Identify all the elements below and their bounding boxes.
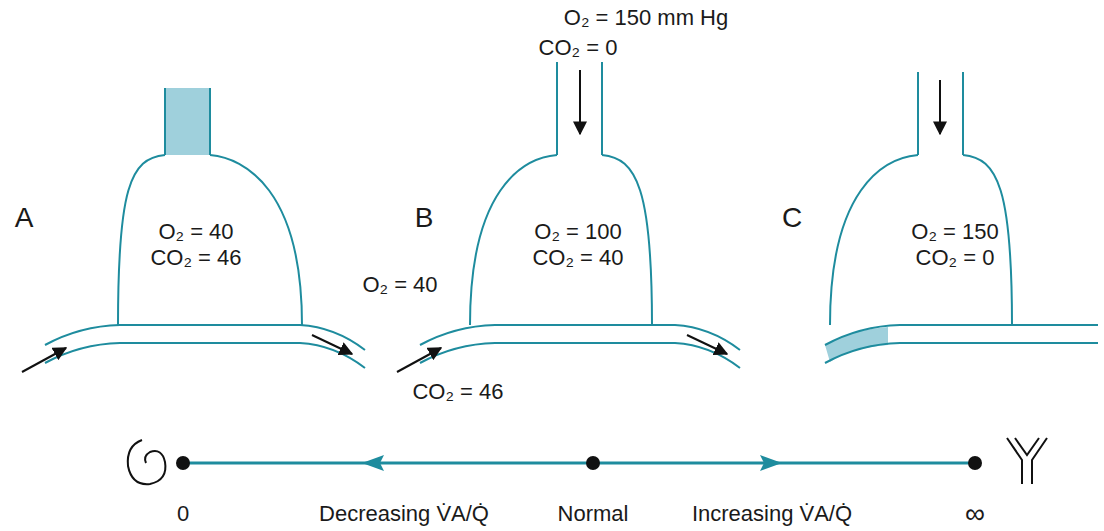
alveolus: O₂ = 40CO₂ = 46 xyxy=(118,150,302,325)
collapsed-alveolus-icon xyxy=(128,440,166,484)
venous-gas: CO₂ = 46 xyxy=(412,379,503,405)
gas-values: O₂ = 40CO₂ = 46 xyxy=(150,219,241,271)
panel-letter: B xyxy=(415,205,434,231)
panel-letter: C xyxy=(782,205,802,231)
partial-pressure: CO₂ = 46 xyxy=(150,245,241,271)
gas-values: O₂ = 150CO₂ = 0 xyxy=(911,219,998,271)
airway-open xyxy=(557,62,602,155)
alveolus: O₂ = 100CO₂ = 40 xyxy=(470,150,652,325)
gas-values: O₂ = 100CO₂ = 40 xyxy=(532,219,623,271)
va-q-scale xyxy=(176,455,982,471)
scale-label: ∞ xyxy=(965,501,985,527)
scale-label: Normal xyxy=(558,501,629,527)
partial-pressure: O₂ = 150 xyxy=(911,219,998,245)
partial-pressure: CO₂ = 40 xyxy=(532,245,623,271)
panel-letter: A xyxy=(15,205,34,231)
venous-gas: O₂ = 40 xyxy=(362,272,437,298)
scale-label: 0 xyxy=(177,501,189,527)
airway-branch-icon xyxy=(1007,438,1047,484)
airway-blocked xyxy=(165,88,210,155)
partial-pressure: O₂ = 40 xyxy=(150,219,241,245)
capillary-blocked xyxy=(825,325,1101,363)
alveolus: O₂ = 150CO₂ = 0 xyxy=(830,150,1012,325)
partial-pressure: O₂ = 100 xyxy=(532,219,623,245)
partial-pressure: CO₂ = 0 xyxy=(911,245,998,271)
inspired-gas: CO₂ = 0 xyxy=(539,35,618,61)
scale-label: Increasing V̇A/Q̇ xyxy=(692,501,852,527)
capillary xyxy=(22,325,365,372)
scale-label: Decreasing V̇A/Q̇ xyxy=(319,501,489,527)
inspired-gas: O₂ = 150 mm Hg xyxy=(564,5,728,31)
airway-open xyxy=(918,72,963,155)
capillary xyxy=(397,325,740,372)
